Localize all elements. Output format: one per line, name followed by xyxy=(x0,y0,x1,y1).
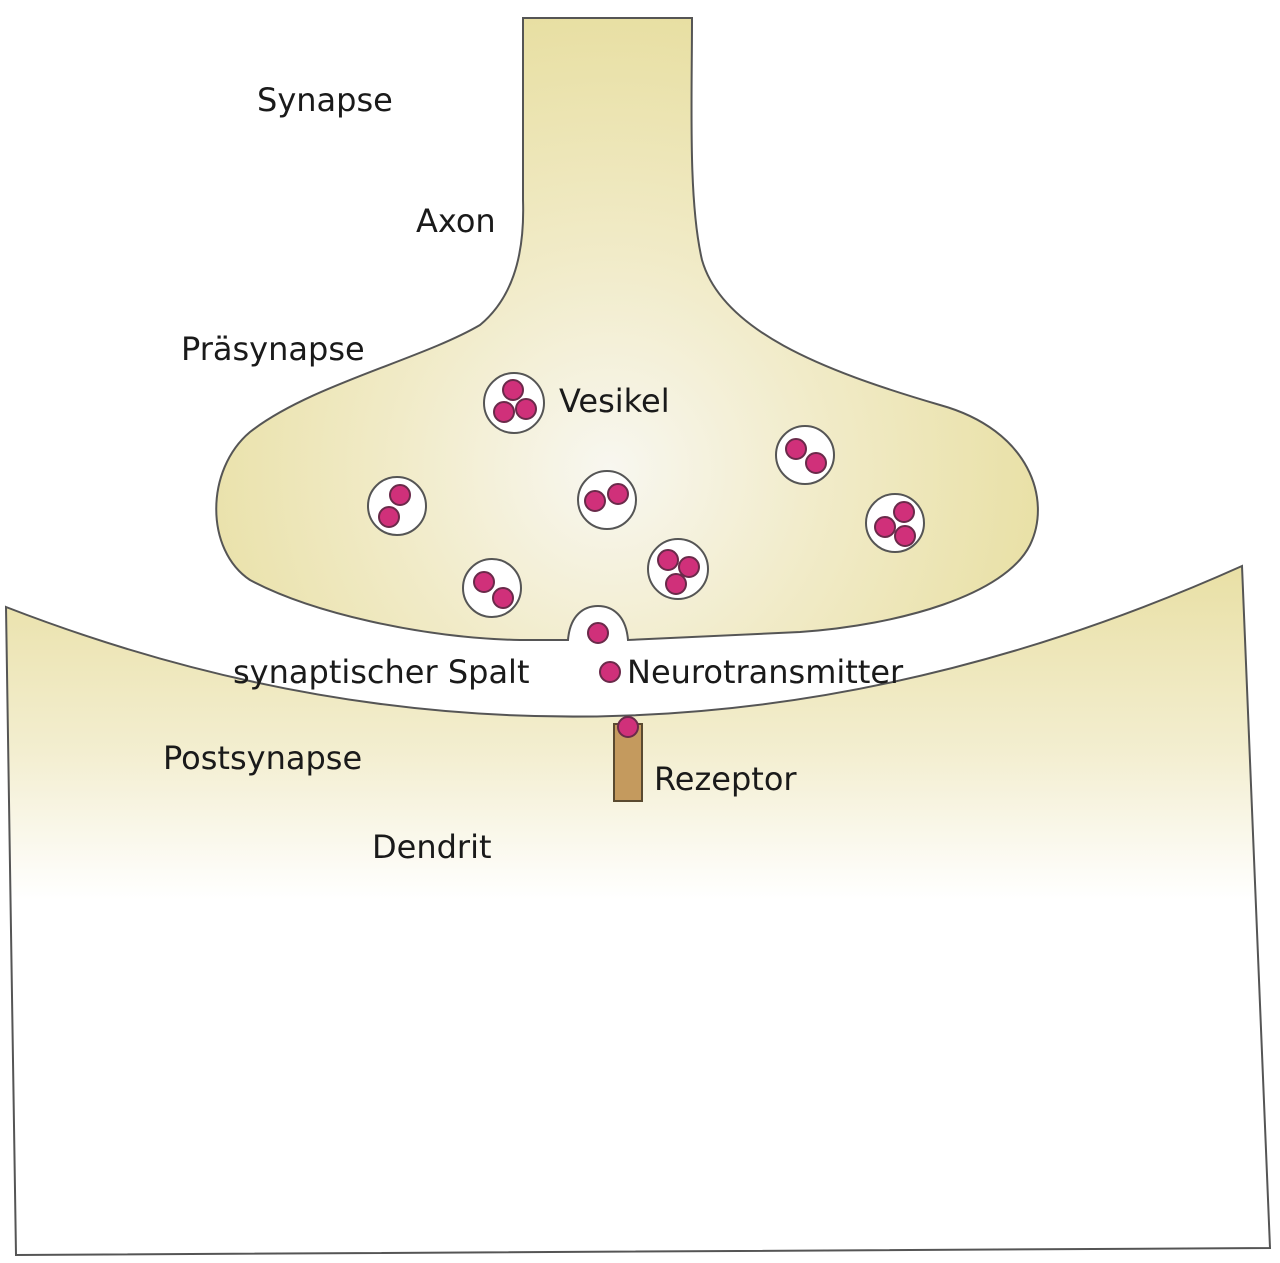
label-synaptischer-spalt: synaptischer Spalt xyxy=(233,653,529,691)
vesicle xyxy=(483,372,545,434)
vesicle xyxy=(577,470,637,530)
neurotransmitter-bound xyxy=(617,716,639,738)
postsynapse-membrane xyxy=(4,564,1272,1257)
label-synapse: Synapse xyxy=(257,81,393,119)
neurotransmitter-free xyxy=(599,661,621,683)
neurotransmitter-release xyxy=(587,622,609,644)
label-vesikel: Vesikel xyxy=(559,382,670,420)
vesicle xyxy=(865,493,925,553)
label-axon: Axon xyxy=(416,202,496,240)
vesicles xyxy=(367,372,925,618)
vesicle xyxy=(775,425,835,485)
label-rezeptor: Rezeptor xyxy=(654,760,797,798)
label-praesynapse: Präsynapse xyxy=(181,330,365,368)
label-postsynapse: Postsynapse xyxy=(163,739,362,777)
vesicle xyxy=(462,558,522,618)
vesicle xyxy=(367,476,427,536)
label-dendrit: Dendrit xyxy=(372,828,492,866)
label-neurotransmitter: Neurotransmitter xyxy=(627,653,904,691)
vesicle xyxy=(647,538,709,600)
praesynapse-membrane xyxy=(215,17,1039,642)
